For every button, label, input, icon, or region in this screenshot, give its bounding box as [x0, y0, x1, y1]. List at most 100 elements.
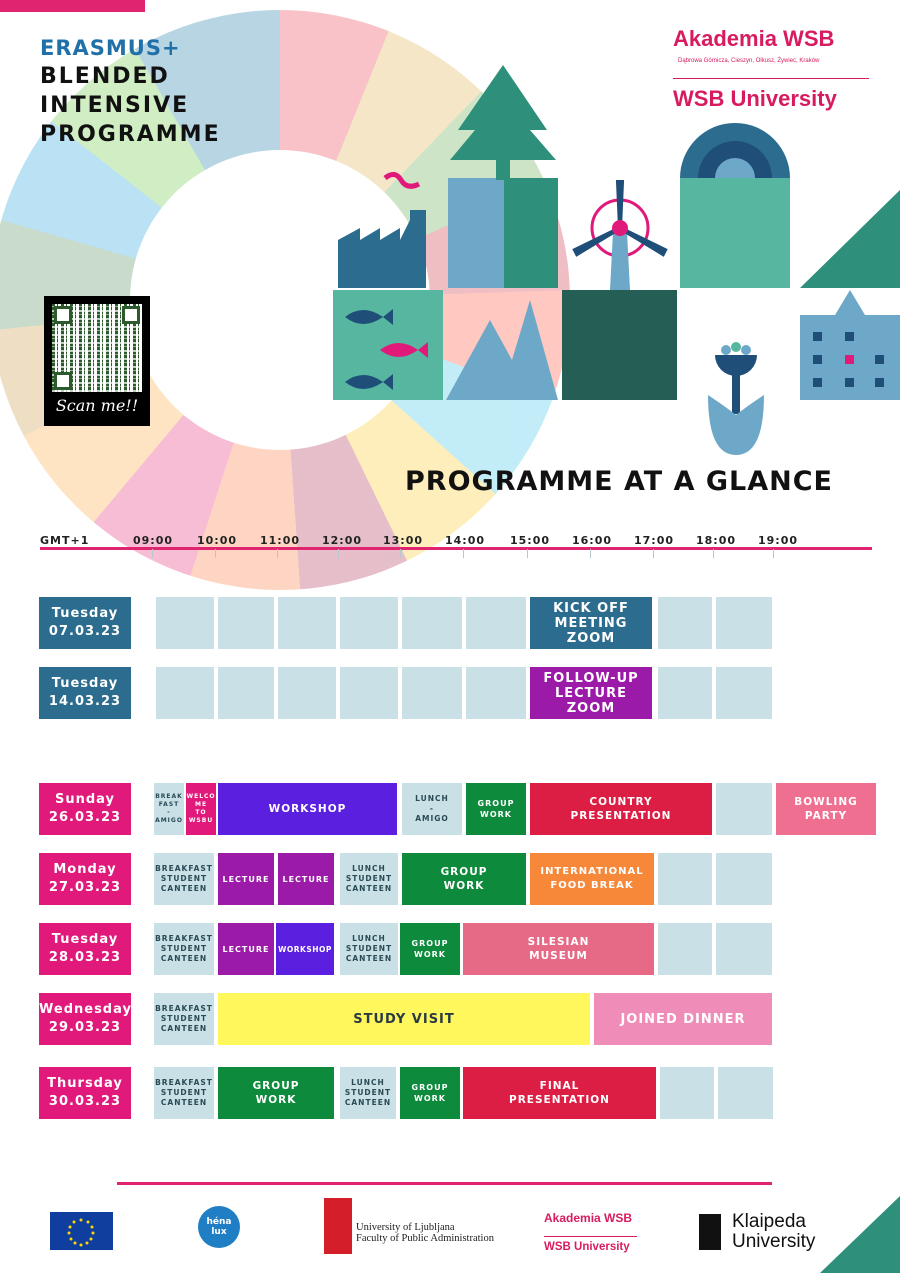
- hour-label: 13:00: [383, 534, 424, 547]
- wsb-university-logo[interactable]: WSB University: [673, 86, 837, 111]
- group-work-event[interactable]: GROUP WORK: [402, 853, 526, 905]
- timeline-tick: [152, 549, 153, 558]
- henallux-logo[interactable]: héna lux: [198, 1206, 240, 1248]
- corner-triangle: [820, 1196, 900, 1273]
- international-food-break-event[interactable]: INTERNATIONAL FOOD BREAK: [530, 853, 654, 905]
- leaf-icon: [708, 395, 764, 455]
- eu-stars-icon: [67, 1218, 95, 1247]
- flower-icon: [715, 355, 757, 376]
- ljubljana-line: Faculty of Public Administration: [356, 1233, 494, 1244]
- empty-slot: [340, 667, 398, 719]
- klaipeda-logo-mark: [699, 1214, 721, 1250]
- workshop-event[interactable]: WORKSHOP: [218, 783, 397, 835]
- klaipeda-line: Klaipeda: [732, 1211, 806, 1232]
- breakfast-canteen-event[interactable]: BREAKFAST STUDENT CANTEEN: [154, 923, 214, 975]
- day-label: Tuesday 07.03.23: [39, 597, 131, 649]
- hour-label: 16:00: [572, 534, 613, 547]
- breakfast-canteen-event[interactable]: BREAKFAST STUDENT CANTEEN: [154, 993, 214, 1045]
- qr-corner: [54, 372, 72, 390]
- akademia-wsb-logo[interactable]: Akademia WSB: [673, 26, 835, 51]
- wsb-university-footer-logo[interactable]: WSB University: [544, 1241, 630, 1253]
- empty-slot: [718, 1067, 773, 1119]
- bowling-party-event[interactable]: BOWLING PARTY: [776, 783, 876, 835]
- erasmus-label: ERASMUS+: [40, 36, 181, 60]
- silesian-museum-event[interactable]: SILESIAN MUSEUM: [463, 923, 654, 975]
- programme-heading: BLENDED INTENSIVE PROGRAMME: [40, 62, 221, 149]
- day-label: Tuesday 14.03.23: [39, 667, 131, 719]
- empty-slot: [466, 597, 526, 649]
- empty-slot: [218, 667, 274, 719]
- lecture-event[interactable]: LECTURE: [278, 853, 334, 905]
- hour-label: 15:00: [510, 534, 551, 547]
- empty-slot: [658, 853, 712, 905]
- day-label: Wednesday 29.03.23: [39, 993, 131, 1045]
- timeline-tick: [773, 549, 774, 558]
- ljubljana-logo[interactable]: University of Ljubljana Faculty of Publi…: [356, 1222, 494, 1244]
- empty-slot: [218, 597, 274, 649]
- ljubljana-line: University of Ljubljana: [356, 1222, 455, 1233]
- empty-slot: [658, 667, 712, 719]
- eu-flag-logo[interactable]: [50, 1212, 113, 1250]
- timeline-tick: [527, 549, 528, 558]
- group-work-event[interactable]: GROUP WORK: [400, 1067, 460, 1119]
- lunch-canteen-event[interactable]: LUNCH STUDENT CANTEEN: [340, 1067, 396, 1119]
- timeline-tick: [653, 549, 654, 558]
- footer-divider: [117, 1182, 772, 1185]
- fish-icon: [380, 342, 428, 358]
- tree-icon: [450, 65, 556, 160]
- factory-icon: [338, 210, 426, 288]
- timeline-tick: [713, 549, 714, 558]
- empty-slot: [402, 597, 462, 649]
- empty-slot: [658, 597, 712, 649]
- breakfast-amigo-event[interactable]: BREAK FAST - AMIGO: [154, 783, 184, 835]
- timeline-tick: [590, 549, 591, 558]
- empty-slot: [716, 783, 772, 835]
- klaipeda-logo[interactable]: Klaipeda University: [732, 1212, 815, 1252]
- lecture-event[interactable]: LECTURE: [218, 923, 274, 975]
- breakfast-canteen-event[interactable]: BREAKFAST STUDENT CANTEEN: [154, 853, 214, 905]
- qr-corner: [122, 306, 140, 324]
- group-work-event[interactable]: GROUP WORK: [218, 1067, 334, 1119]
- joined-dinner-event[interactable]: JOINED DINNER: [594, 993, 772, 1045]
- lecture-event[interactable]: LECTURE: [218, 853, 274, 905]
- hour-label: 12:00: [322, 534, 363, 547]
- day-label: Monday 27.03.23: [39, 853, 131, 905]
- hour-label: 17:00: [634, 534, 675, 547]
- breakfast-canteen-event[interactable]: BREAKFAST STUDENT CANTEEN: [154, 1067, 214, 1119]
- group-work-event[interactable]: GROUP WORK: [400, 923, 460, 975]
- smoke-icon: [383, 172, 421, 189]
- ljubljana-logo-mark: [324, 1198, 352, 1254]
- turbine-hub: [612, 220, 628, 236]
- group-work-event[interactable]: GROUP WORK: [466, 783, 526, 835]
- dome-core: [715, 158, 755, 178]
- lunch-canteen-event[interactable]: LUNCH STUDENT CANTEEN: [340, 853, 398, 905]
- timeline-tick: [463, 549, 464, 558]
- timeline-tick: [215, 549, 216, 558]
- timeline-axis: [40, 547, 872, 550]
- empty-slot: [660, 1067, 714, 1119]
- day-label: Thursday 30.03.23: [39, 1067, 131, 1119]
- study-visit-event[interactable]: STUDY VISIT: [218, 993, 590, 1045]
- welcome-event[interactable]: WELCO ME TO WSBU: [186, 783, 216, 835]
- akademia-wsb-footer-logo[interactable]: Akademia WSB: [544, 1211, 633, 1225]
- fish-icon: [345, 309, 393, 325]
- page-title: PROGRAMME AT A GLANCE: [405, 466, 833, 497]
- turbine-blades: [572, 180, 668, 257]
- empty-slot: [716, 923, 772, 975]
- qr-caption: Scan me!!: [55, 396, 139, 415]
- kickoff-meeting-event[interactable]: KICK OFF MEETING ZOOM: [530, 597, 652, 649]
- klaipeda-line: University: [732, 1231, 816, 1252]
- logo-divider: [673, 78, 869, 79]
- tree-trunk: [496, 150, 510, 180]
- country-presentation-event[interactable]: COUNTRY PRESENTATION: [530, 783, 712, 835]
- follow-up-lecture-event[interactable]: FOLLOW-UP LECTURE ZOOM: [530, 667, 652, 719]
- dark-tile: [562, 290, 677, 400]
- empty-slot: [716, 667, 772, 719]
- qr-corner: [54, 306, 72, 324]
- workshop-event[interactable]: WORKSHOP: [276, 923, 334, 975]
- empty-slot: [716, 853, 772, 905]
- lunch-canteen-event[interactable]: LUNCH STUDENT CANTEEN: [340, 923, 398, 975]
- lunch-amigo-event[interactable]: LUNCH - AMIGO: [402, 783, 462, 835]
- qr-code[interactable]: Scan me!!: [44, 296, 150, 426]
- final-presentation-event[interactable]: FINAL PRESENTATION: [463, 1067, 656, 1119]
